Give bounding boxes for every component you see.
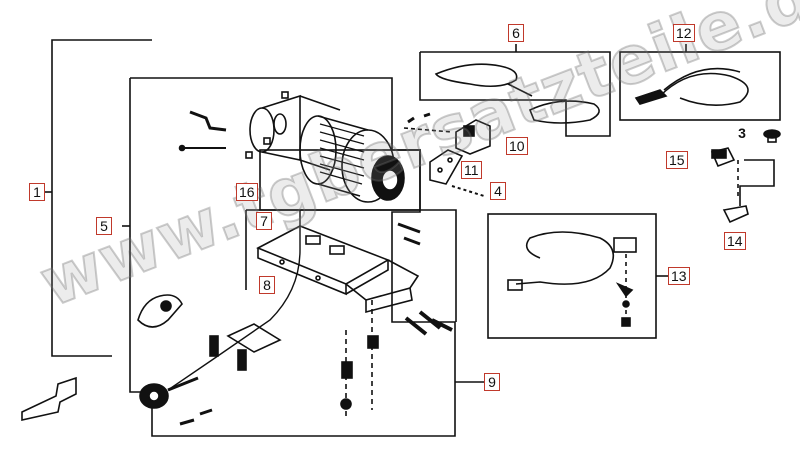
callout-7: 7	[256, 212, 272, 230]
callout-1: 1	[29, 183, 45, 201]
callout-12: 12	[673, 24, 695, 42]
winch-motor	[249, 94, 341, 171]
battery-cables-12	[634, 67, 749, 106]
callout-15: 15	[666, 151, 688, 169]
callout-8: 8	[259, 276, 275, 294]
wiring-harness-13	[507, 231, 637, 327]
callout-3: 3	[738, 125, 746, 141]
callout-5: 5	[96, 217, 112, 235]
winch-cables-6	[434, 63, 600, 124]
roller-fairlead-cable	[167, 210, 301, 391]
mounting-plate	[256, 225, 420, 314]
hook-and-strap	[137, 294, 199, 409]
callout-10: 10	[506, 137, 528, 155]
callout-14: 14	[724, 232, 746, 250]
switch-bracket	[429, 149, 485, 197]
callout-11: 11	[461, 161, 482, 179]
winch-drum	[299, 115, 405, 203]
callout-6: 6	[508, 24, 524, 42]
callout-4: 4	[490, 182, 506, 200]
bottom-left-bracket	[21, 376, 77, 421]
relay-part-15	[710, 147, 736, 168]
small-nuts	[245, 91, 289, 159]
callout-16: 16	[236, 183, 258, 201]
screw-part-3	[763, 129, 781, 143]
clutch-handle	[178, 110, 227, 152]
clip-part-14	[722, 205, 749, 224]
mounting-bolts	[179, 222, 453, 426]
group-brackets	[40, 39, 781, 437]
rocker-switch	[403, 112, 491, 155]
callout-13: 13	[668, 267, 690, 285]
callout-9: 9	[484, 373, 500, 391]
